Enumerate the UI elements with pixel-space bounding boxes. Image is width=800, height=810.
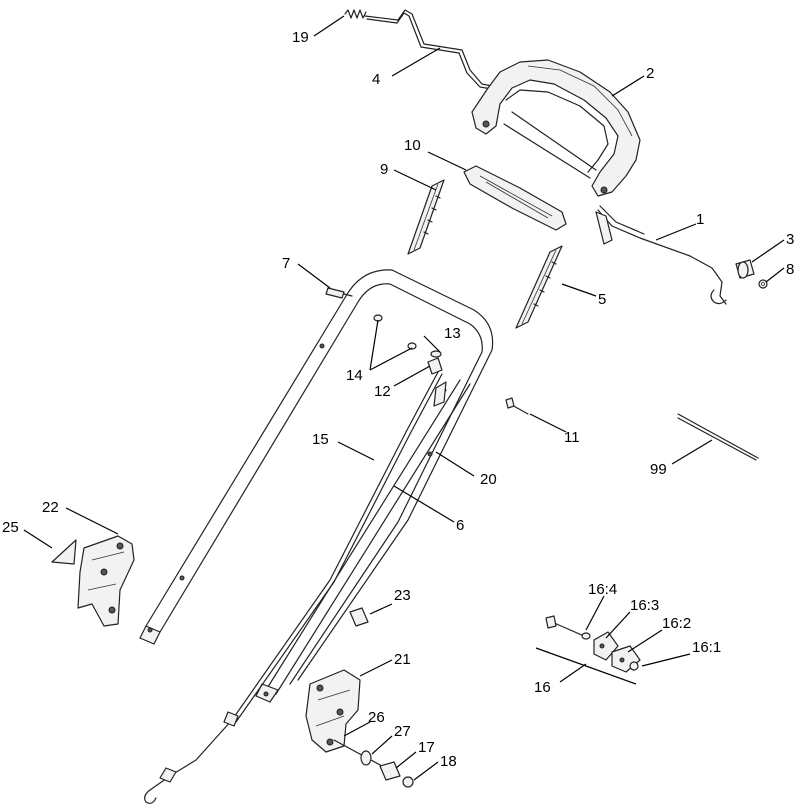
- label-16-4: 16:4: [588, 581, 617, 598]
- label-16-3: 16:3: [630, 597, 659, 614]
- label-1: 1: [696, 211, 704, 228]
- part-9-handle-insert: [407, 179, 445, 255]
- label-17: 17: [418, 739, 435, 756]
- part-6-lower-handle: [255, 379, 471, 703]
- part-7-screw: [325, 287, 353, 299]
- part-18-nut: [402, 776, 414, 788]
- label-16: 16: [534, 679, 551, 696]
- label-11: 11: [564, 429, 580, 446]
- label-16-2: 16:2: [662, 615, 691, 632]
- label-5: 5: [598, 291, 606, 308]
- label-9: 9: [380, 161, 388, 178]
- label-10: 10: [404, 137, 421, 154]
- part-14-knob: [373, 314, 417, 350]
- label-16-1: 16:1: [692, 639, 721, 656]
- part-11-bolt: [505, 397, 529, 415]
- part-20-upper-handle: [139, 269, 494, 685]
- part-2-bail-handle: [471, 59, 641, 197]
- part-22-bracket: [77, 535, 135, 627]
- part-25-plate: [51, 539, 77, 565]
- label-7: 7: [282, 255, 290, 272]
- label-6: 6: [456, 517, 464, 534]
- leader-lines: [23, 15, 785, 781]
- label-27: 27: [394, 723, 411, 740]
- label-19: 19: [292, 29, 309, 46]
- label-13: 13: [444, 325, 461, 342]
- part-1-cable: [595, 205, 727, 305]
- label-23: 23: [394, 587, 411, 604]
- part-10-decal: [463, 165, 567, 231]
- part-23-adapter: [349, 607, 369, 627]
- label-21: 21: [394, 651, 411, 668]
- part-15-cable: [144, 371, 443, 804]
- label-8: 8: [786, 261, 794, 278]
- part-3-spacer: [735, 259, 755, 279]
- part-27-washer: [360, 750, 372, 766]
- label-12: 12: [374, 383, 391, 400]
- part-4-control-rod: [364, 9, 493, 90]
- label-20: 20: [480, 471, 497, 488]
- part-17-spacer: [379, 761, 401, 781]
- label-2: 2: [646, 65, 654, 82]
- label-22: 22: [42, 499, 59, 516]
- part-99-cable-tie: [677, 413, 759, 461]
- label-26: 26: [368, 709, 385, 726]
- label-18: 18: [440, 753, 457, 770]
- part-12-cable-guide: [427, 357, 443, 375]
- part-16-assembly: [545, 615, 641, 673]
- part-5-handle-insert: [515, 245, 563, 329]
- label-3: 3: [786, 231, 794, 248]
- label-15: 15: [312, 431, 329, 448]
- part-26-bolt: [333, 739, 383, 767]
- part-21-bracket: [305, 669, 361, 753]
- part-13-washer: [430, 350, 442, 358]
- part-8-nut: [758, 279, 768, 289]
- label-25: 25: [2, 519, 19, 536]
- label-99: 99: [650, 461, 667, 478]
- label-14: 14: [346, 367, 363, 384]
- label-4: 4: [372, 71, 380, 88]
- part-labels: 19 4 2 10 9 1 3 8 7 5 13 14 12 11 15 20 …: [2, 29, 794, 770]
- part-19-spring: [344, 9, 367, 19]
